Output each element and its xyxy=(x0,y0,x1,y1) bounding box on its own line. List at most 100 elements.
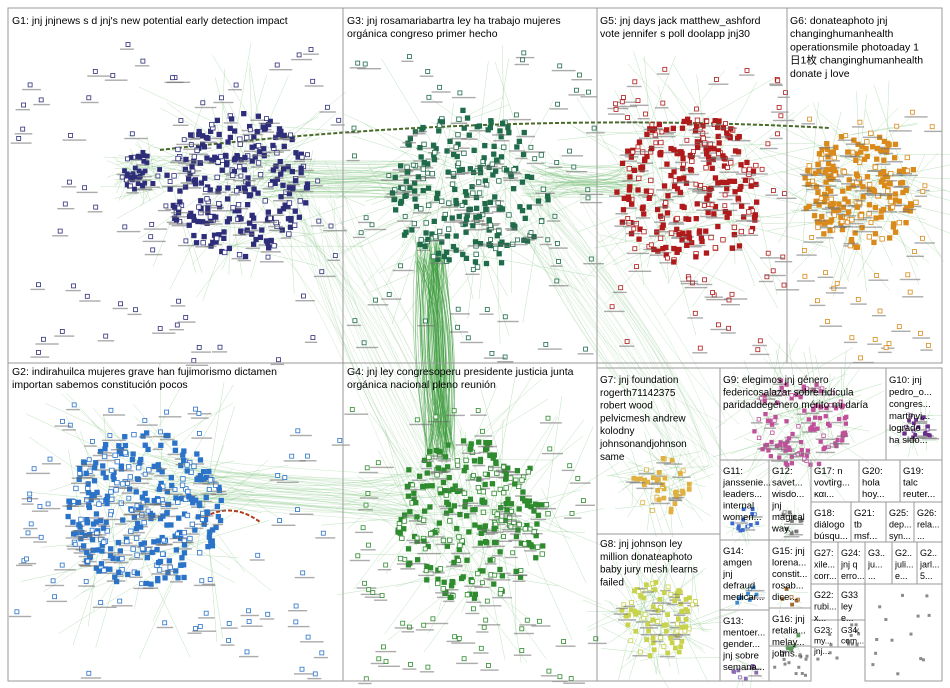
node-label-mark xyxy=(875,163,891,165)
node-label-mark xyxy=(512,574,528,576)
node-label-mark xyxy=(255,152,272,154)
node xyxy=(110,473,116,480)
node-label-mark xyxy=(370,466,394,469)
node xyxy=(821,199,828,205)
group-label-g4: G4: jnj ley congresoperu presidente just… xyxy=(347,366,574,378)
node-label-mark xyxy=(304,85,324,87)
node-label-mark xyxy=(184,175,200,177)
node xyxy=(214,235,220,242)
edge xyxy=(648,654,669,688)
node xyxy=(538,152,544,158)
group-label-g8: baby jury mesh learns xyxy=(600,565,698,576)
group-label-g18: búsqu... xyxy=(814,531,848,542)
node xyxy=(50,578,56,584)
edge xyxy=(817,390,885,426)
node xyxy=(829,643,833,647)
node xyxy=(204,510,211,516)
node xyxy=(103,474,109,481)
node xyxy=(669,640,675,646)
node xyxy=(375,460,381,466)
edge xyxy=(66,392,165,499)
node-label-mark xyxy=(167,574,178,576)
edge xyxy=(465,432,473,533)
node-label-mark xyxy=(417,325,435,327)
edge-bundle xyxy=(160,452,421,486)
edge-bundle xyxy=(136,462,397,491)
node xyxy=(712,175,719,181)
node-label-mark xyxy=(443,589,459,591)
node-label-mark xyxy=(304,341,318,343)
node-label-mark xyxy=(645,609,658,612)
edge xyxy=(630,88,681,240)
node xyxy=(156,567,163,573)
edge xyxy=(214,77,237,157)
node xyxy=(255,190,261,196)
node xyxy=(116,443,122,449)
node xyxy=(868,220,874,225)
node xyxy=(501,534,507,539)
node xyxy=(636,139,643,145)
node xyxy=(203,494,209,501)
node-label-mark xyxy=(698,125,712,127)
node xyxy=(21,102,27,108)
node xyxy=(41,336,46,342)
node xyxy=(481,624,487,630)
edge xyxy=(440,566,559,587)
node xyxy=(922,183,928,189)
node-label-mark xyxy=(523,236,544,238)
node-label-mark xyxy=(187,632,202,634)
node-label-mark xyxy=(319,111,336,113)
node xyxy=(453,233,459,239)
node-label-mark xyxy=(522,151,546,153)
node-label-mark xyxy=(176,143,200,146)
node-label-mark xyxy=(401,60,414,62)
node xyxy=(238,228,244,234)
node xyxy=(180,457,187,464)
node xyxy=(47,456,53,462)
node xyxy=(704,118,710,124)
node xyxy=(821,433,826,438)
node-label-mark xyxy=(120,48,134,50)
node xyxy=(872,337,878,342)
node xyxy=(461,656,467,662)
node xyxy=(818,195,824,201)
node-label-mark xyxy=(656,73,670,75)
node xyxy=(386,291,392,297)
node xyxy=(142,490,148,497)
node xyxy=(421,457,428,464)
node-label-mark xyxy=(409,563,427,565)
node xyxy=(128,183,133,189)
node-label-mark xyxy=(769,137,783,140)
node-label-mark xyxy=(140,552,156,555)
node-label-mark xyxy=(130,510,141,513)
node-label-mark xyxy=(129,558,144,560)
edge-bundle xyxy=(288,181,439,194)
node xyxy=(624,339,630,344)
node-label-mark xyxy=(221,627,238,629)
edge xyxy=(117,502,191,658)
node-label-mark xyxy=(15,109,30,111)
node-label-mark xyxy=(33,103,50,106)
node xyxy=(762,398,767,403)
node-label-mark xyxy=(313,275,336,278)
edge xyxy=(814,354,835,449)
node xyxy=(135,154,141,160)
node-label-mark xyxy=(151,573,171,575)
node xyxy=(246,193,253,199)
node-label-mark xyxy=(111,605,133,607)
node-label-mark xyxy=(886,161,903,163)
node-label-mark xyxy=(499,513,516,515)
node-label-mark xyxy=(481,445,494,448)
node xyxy=(533,555,539,561)
edge-bundle xyxy=(537,168,718,440)
node-label-mark xyxy=(194,106,217,109)
edge xyxy=(116,184,178,219)
node-label-mark xyxy=(450,137,468,140)
group-label-g10: martinvi... xyxy=(889,411,930,422)
node xyxy=(854,204,860,210)
node xyxy=(463,457,469,464)
node-label-mark xyxy=(764,427,777,429)
node-label-mark xyxy=(825,206,841,209)
node-label-mark xyxy=(299,190,314,193)
node-label-mark xyxy=(448,150,467,152)
